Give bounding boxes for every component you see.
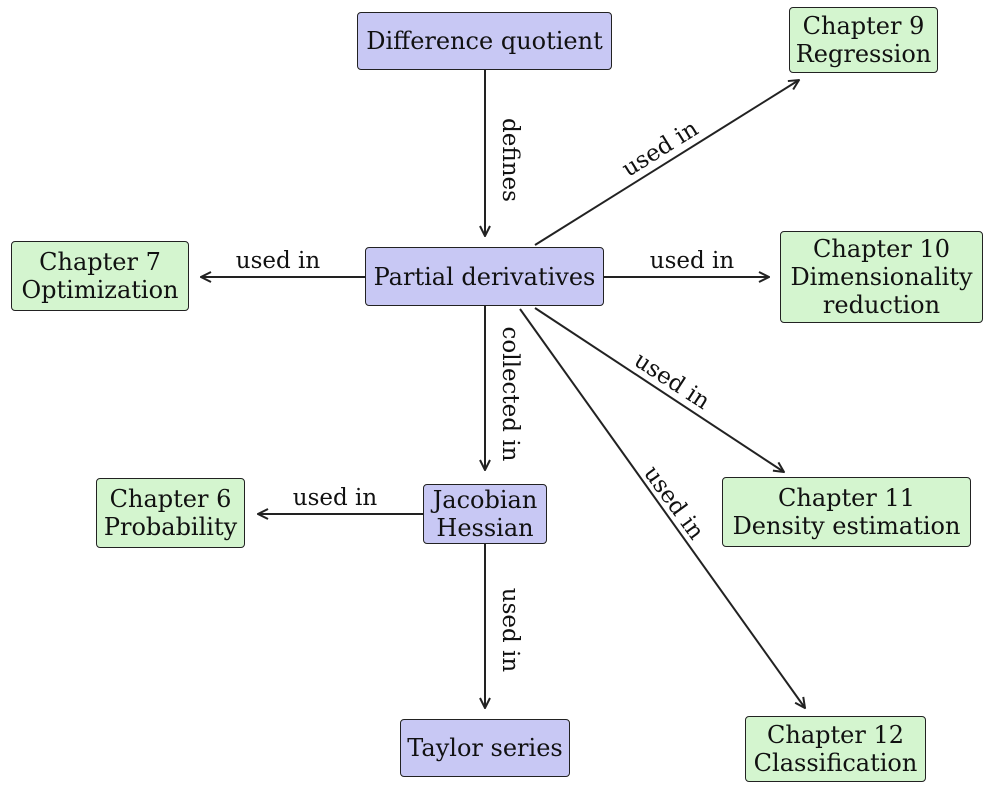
node-line: Partial derivatives — [373, 262, 596, 291]
node-line: Probability — [103, 513, 238, 541]
node-line: Chapter 6 — [109, 485, 232, 513]
node-line: Density estimation — [732, 512, 961, 540]
edge-label-pd-ch10: used in — [650, 248, 735, 274]
node-line: Chapter 11 — [778, 484, 915, 512]
node-line: Difference quotient — [366, 27, 603, 55]
edge-label-defines: defines — [497, 118, 523, 202]
node-chapter-11: Chapter 11 Density estimation — [722, 477, 971, 547]
node-chapter-6: Chapter 6 Probability — [96, 478, 245, 548]
edge-pd-ch12 — [519, 308, 805, 708]
node-jacobian-hessian: Jacobian Hessian — [423, 484, 547, 544]
edge-label-jh-taylor: used in — [497, 588, 523, 673]
node-line: Optimization — [21, 276, 179, 304]
edge-label-pd-ch7: used in — [236, 248, 321, 274]
node-line: Chapter 9 — [802, 12, 925, 40]
edge-label-pd-ch11: used in — [629, 347, 714, 415]
edge-pd-ch11 — [534, 307, 784, 472]
node-line: Classification — [753, 749, 918, 777]
node-line: reduction — [822, 291, 941, 319]
node-line: Taylor series — [407, 734, 563, 762]
node-line: Dimensionality — [790, 263, 973, 291]
node-line: Chapter 12 — [767, 721, 904, 749]
node-line: Jacobian — [432, 486, 538, 514]
edge-label-jh-ch6: used in — [293, 485, 378, 511]
node-chapter-7: Chapter 7 Optimization — [11, 241, 189, 311]
node-taylor-series: Taylor series — [400, 719, 570, 777]
node-line: Chapter 10 — [813, 235, 950, 263]
node-line: Chapter 7 — [39, 248, 161, 276]
node-difference-quotient: Difference quotient — [357, 12, 612, 70]
node-line: Regression — [795, 40, 932, 68]
node-chapter-10: Chapter 10 Dimensionality reduction — [780, 231, 983, 323]
node-partial-derivatives: Partial derivatives — [365, 247, 604, 306]
edge-label-pd-ch12: used in — [638, 461, 709, 545]
node-chapter-12: Chapter 12 Classification — [745, 716, 926, 782]
edge-pd-ch9 — [534, 80, 799, 246]
node-line: Hessian — [436, 514, 534, 542]
node-chapter-9: Chapter 9 Regression — [789, 7, 938, 73]
edge-label-collected-in: collected in — [497, 327, 523, 462]
